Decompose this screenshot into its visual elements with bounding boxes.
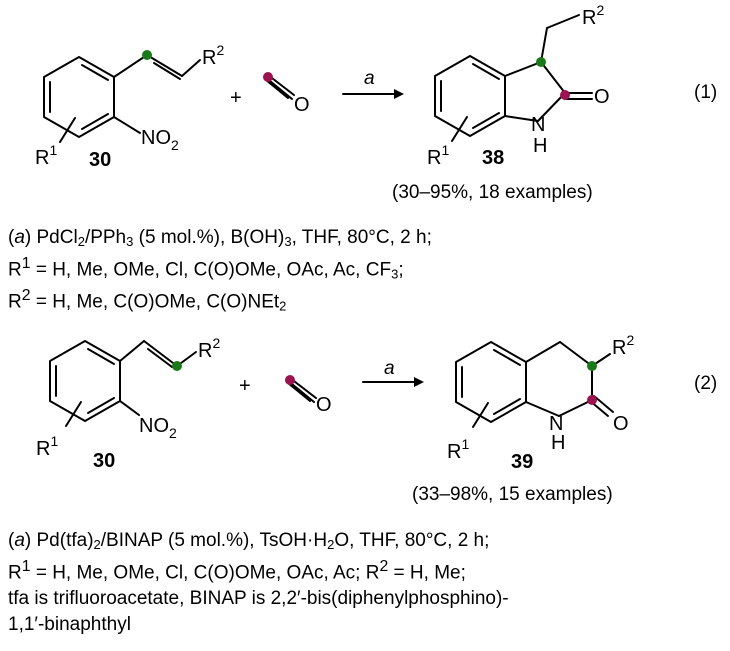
co-oxygen-label: O	[316, 394, 332, 416]
r1-label: R1	[35, 142, 57, 169]
carbonyl-oxygen-label: O	[594, 86, 610, 108]
carbonyl-oxygen-label: O	[613, 413, 629, 435]
labeled-carbon-marker	[172, 361, 182, 371]
r1-label: R1	[447, 436, 469, 463]
conditions-line: R1 = H, Me, OMe, Cl, C(O)OMe, OAc, Ac; R…	[8, 558, 466, 584]
nitrogen-label: N	[549, 413, 563, 435]
product-38-bonds	[434, 14, 593, 142]
r2-label: R2	[198, 335, 220, 362]
carbonyl-carbon-marker	[587, 395, 597, 405]
r1-label: R1	[427, 142, 449, 169]
compound-number-38: 38	[482, 147, 504, 169]
conditions-line: tfa is trifluoroacetate, BINAP is 2,2′-b…	[8, 588, 509, 610]
conditions-line: R1 = H, Me, OMe, Cl, C(O)OMe, OAc, Ac, C…	[8, 255, 404, 282]
plus-sign: +	[230, 87, 242, 109]
hydrogen-label: H	[551, 432, 565, 454]
r2-label: R2	[202, 42, 224, 69]
conditions-line: 1,1′-binaphthyl	[8, 614, 131, 636]
equation-number: (2)	[694, 373, 717, 394]
carbonyl-carbon-marker	[263, 72, 273, 82]
plus-sign: +	[239, 375, 251, 397]
reactant-30-bonds-2	[49, 340, 197, 427]
r1-label: R1	[36, 433, 58, 460]
carbonyl-carbon-marker	[285, 375, 295, 385]
compound-number-39: 39	[511, 451, 533, 473]
product-39-bonds	[455, 341, 614, 428]
r2-label: R2	[612, 332, 634, 359]
yield-label: (30–95%, 18 examples)	[392, 182, 593, 203]
nitrogen-label: N	[531, 114, 545, 136]
r2-label: R2	[582, 2, 604, 29]
conditions-line: (a) Pd(tfa)2/BINAP (5 mol.%), TsOH·H2O, …	[8, 530, 490, 552]
arrow-label: a	[364, 68, 375, 89]
conditions-line: (a) PdCl2/PPh3 (5 mol.%), B(OH)3, THF, 8…	[8, 227, 432, 249]
labeled-carbon-marker	[536, 57, 546, 67]
yield-label: (33–98%, 15 examples)	[412, 484, 613, 505]
conditions-line: R2 = H, Me, C(O)OMe, C(O)NEt2	[8, 287, 287, 314]
compound-number-30: 30	[89, 149, 111, 171]
labeled-carbon-marker	[142, 50, 152, 60]
arrow-label: a	[384, 358, 395, 379]
nitro-label: NO2	[141, 127, 179, 153]
carbonyl-carbon-marker	[560, 90, 570, 100]
conditions-note-1: (a) PdCl2/PPh3 (5 mol.%), B(OH)3, THF, 8…	[8, 225, 432, 316]
equation-number: (1)	[694, 82, 717, 103]
hydrogen-label: H	[533, 135, 547, 157]
reactant-30-bonds-1	[43, 54, 201, 143]
co-oxygen-label: O	[294, 94, 310, 116]
labeled-carbon-marker	[587, 361, 597, 371]
compound-number-30: 30	[93, 450, 115, 472]
nitro-label: NO2	[139, 415, 177, 441]
conditions-note-2: (a) Pd(tfa)2/BINAP (5 mol.%), TsOH·H2O, …	[8, 528, 509, 638]
